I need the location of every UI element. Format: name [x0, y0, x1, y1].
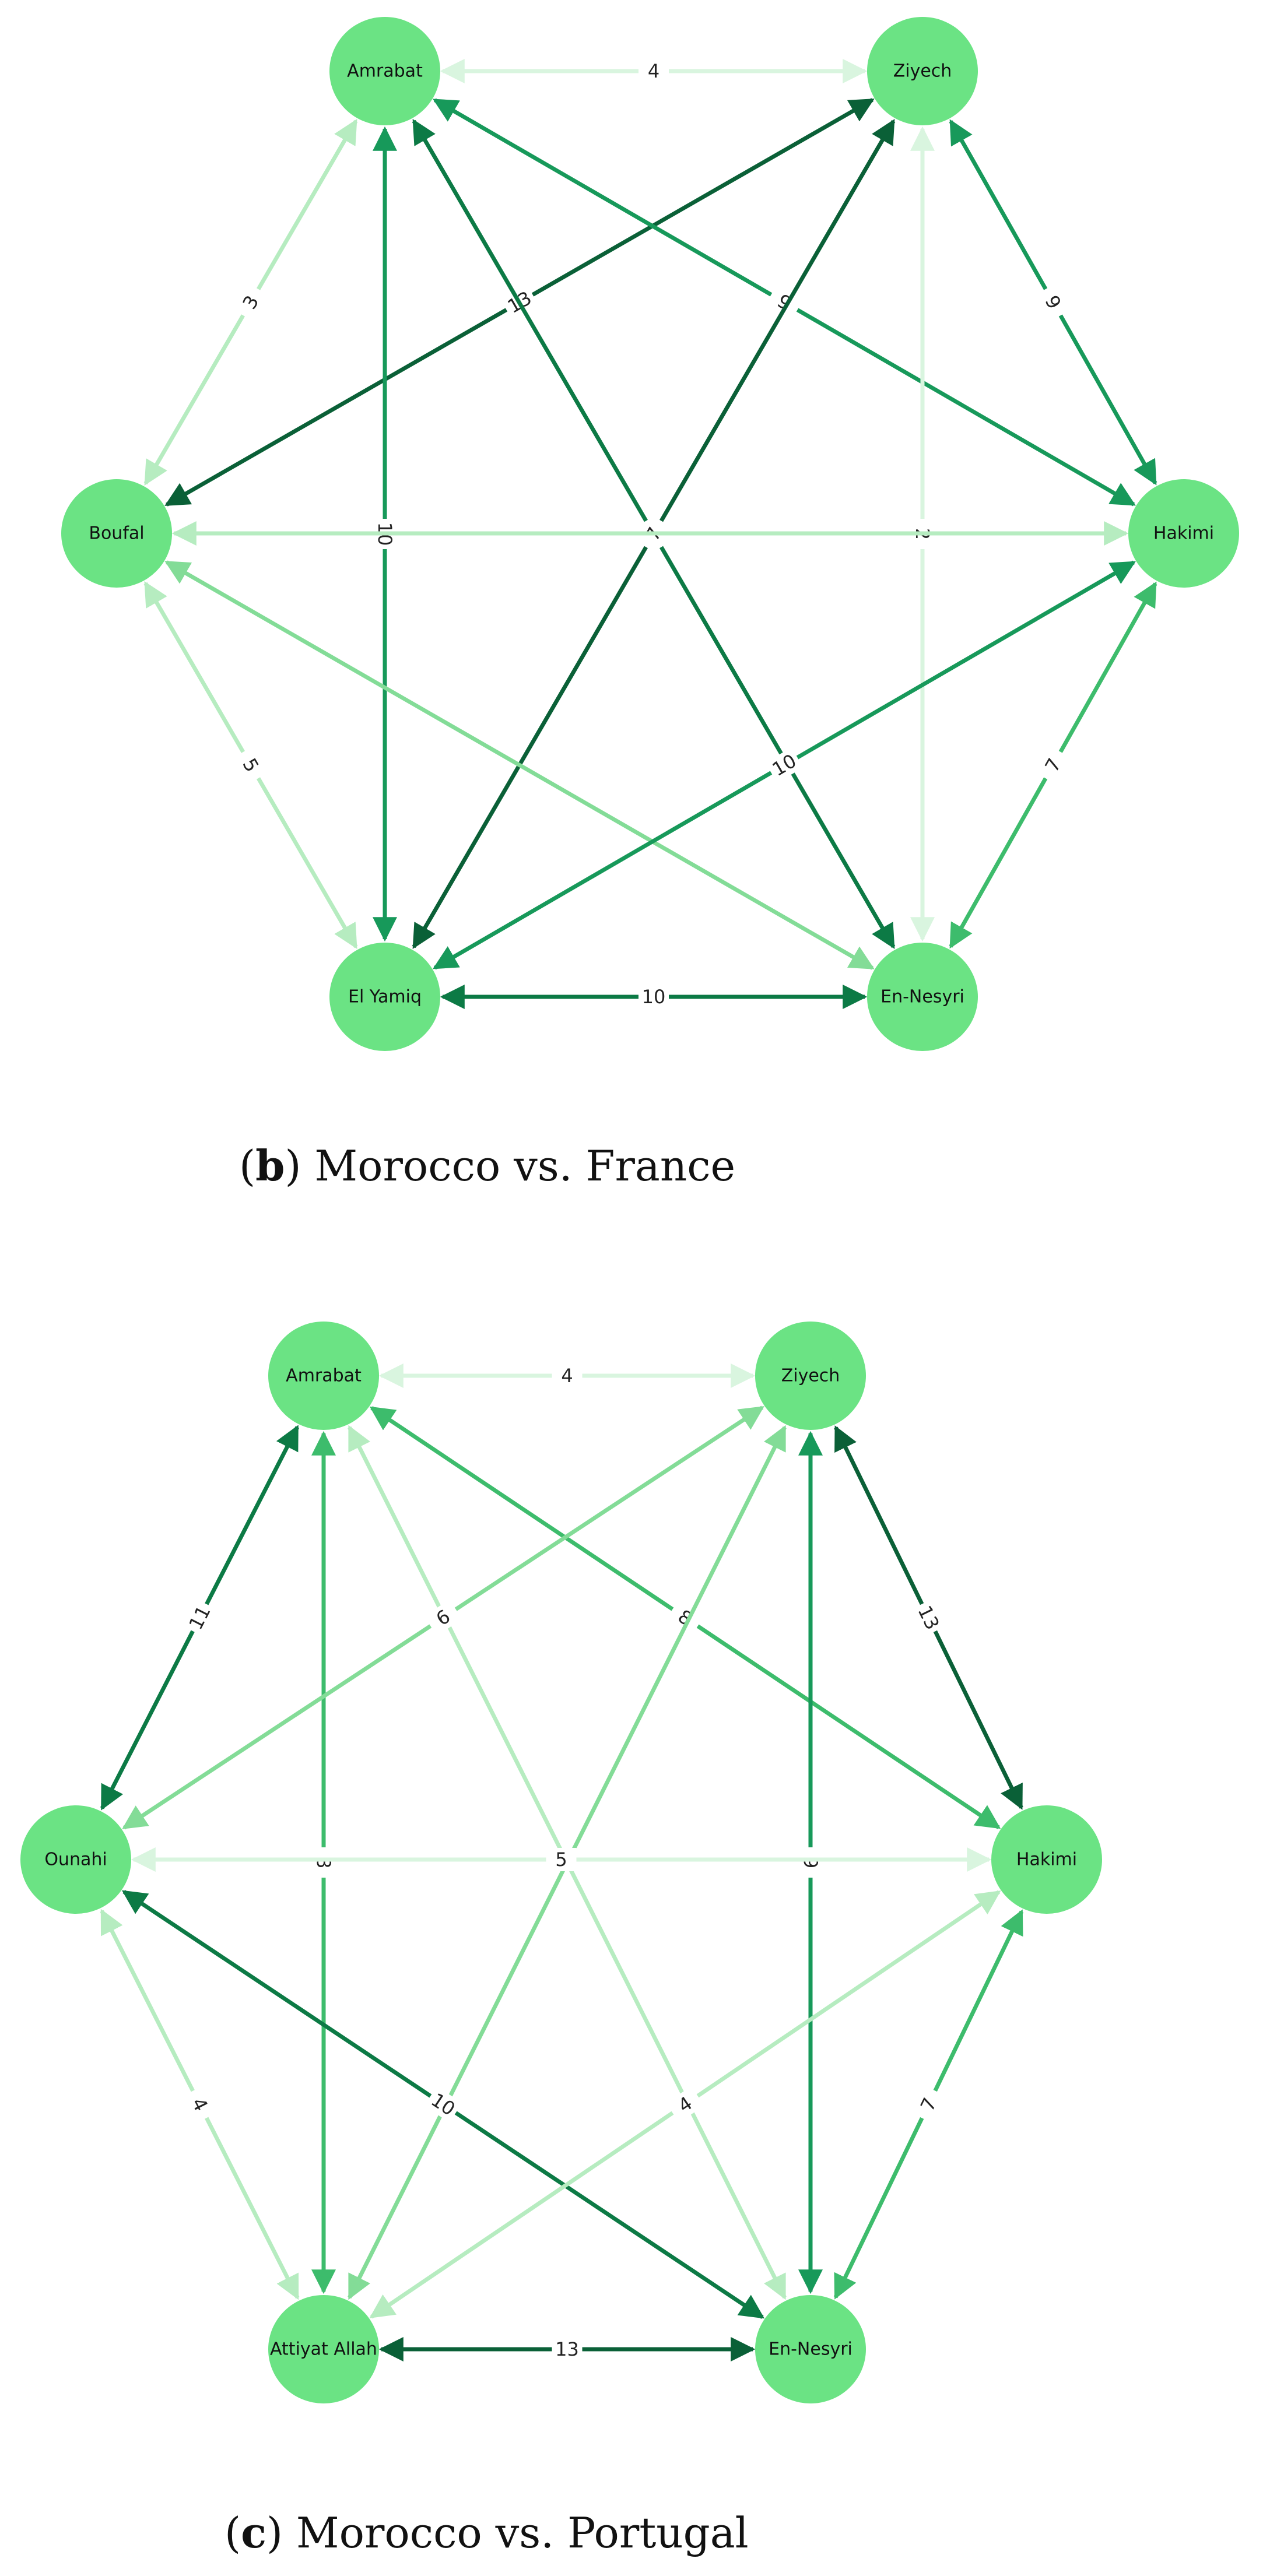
- node-hakimi: [1128, 479, 1239, 588]
- node-label-amrabat: Amrabat: [286, 1366, 362, 1386]
- edge-label-bg: [765, 747, 804, 783]
- edge-label-bg: [638, 59, 669, 83]
- node-label-amrabat: Amrabat: [347, 61, 423, 82]
- node-label-ziyech: Ziyech: [893, 61, 952, 82]
- node-label-elyamiq: El Yamiq: [348, 987, 422, 1007]
- node-boufal: [61, 479, 172, 588]
- edge-layer: 431391011792510710: [143, 59, 1157, 1009]
- node-ennesyri: [867, 943, 978, 1051]
- edge-label-bg: [552, 2338, 583, 2361]
- edge-label-bg: [911, 1598, 946, 1637]
- caption-b: (b) Morocco vs. France: [239, 1141, 735, 1190]
- node-attiyat: [268, 2295, 379, 2403]
- edge-label-bg: [1035, 283, 1071, 321]
- node-label-ennesyri: En-Nesyri: [769, 2339, 852, 2360]
- edge-label-bg: [911, 2085, 946, 2124]
- node-label-boufal: Boufal: [89, 523, 144, 544]
- node-elyamiq: [329, 943, 440, 1051]
- node-label-ounahi: Ounahi: [44, 1850, 107, 1870]
- edge-label-bg: [1035, 746, 1071, 784]
- node-ounahi: [20, 1805, 131, 1914]
- edge-weight-ennesyri-attiyat: 13: [555, 2338, 579, 2360]
- node-label-attiyat: Attiyat Allah: [270, 2339, 377, 2360]
- node-label-hakimi: Hakimi: [1016, 1850, 1077, 1870]
- edge-label-bg: [666, 2086, 704, 2123]
- node-ziyech: [867, 17, 978, 125]
- edge-weight-ounahi-ennesyri: 10: [427, 2089, 459, 2120]
- edge-label-bg: [638, 985, 669, 1008]
- node-amrabat: [329, 17, 440, 125]
- node-label-hakimi: Hakimi: [1153, 523, 1214, 544]
- edge-weight-amrabat-ziyech: 4: [648, 60, 659, 82]
- caption-c: (c) Morocco vs. Portugal: [224, 2508, 749, 2557]
- node-amrabat: [268, 1322, 379, 1430]
- node-label-ennesyri: En-Nesyri: [880, 987, 964, 1007]
- edge-weight-elyamiq-ennesyri: 10: [642, 986, 666, 1008]
- edge-label-bg: [546, 1848, 577, 1871]
- node-label-ziyech: Ziyech: [781, 1366, 840, 1386]
- edge-weight-ounahi-hakimi: 5: [555, 1848, 567, 1871]
- node-ziyech: [755, 1322, 866, 1430]
- node-ennesyri: [755, 2295, 866, 2403]
- node-hakimi: [991, 1805, 1102, 1914]
- edge-label-bg: [552, 1364, 583, 1387]
- edge-boufal-ennesyri: [164, 560, 875, 970]
- edge-weight-amrabat-ziyech: 4: [561, 1365, 573, 1387]
